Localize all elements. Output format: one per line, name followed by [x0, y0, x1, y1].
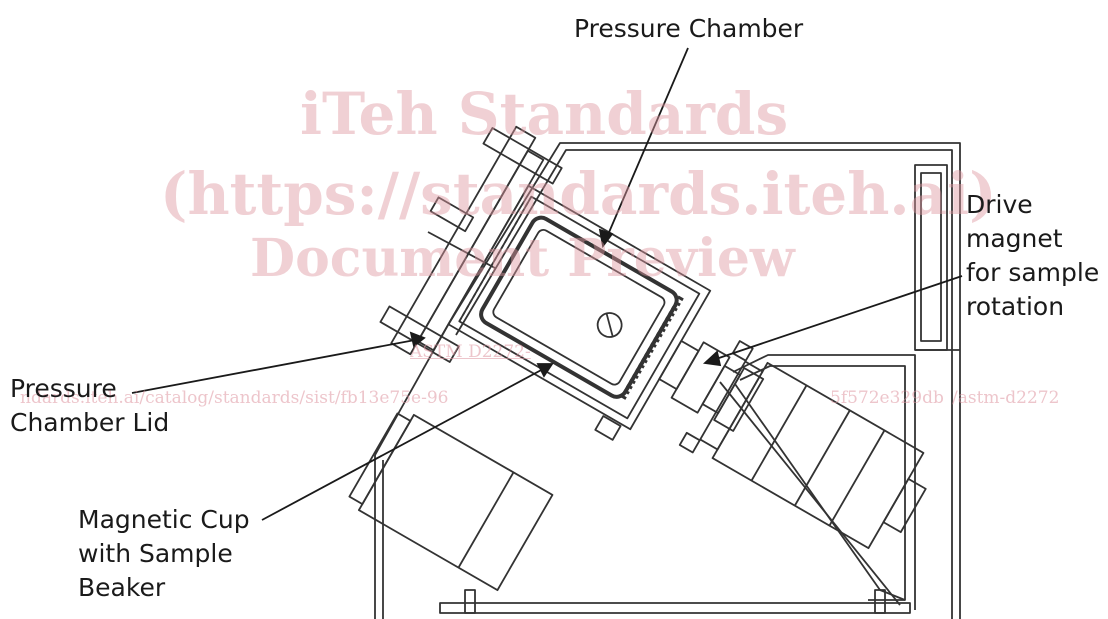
label-cup-line: Beaker: [78, 573, 166, 602]
arrowhead-pressure-chamber: [598, 228, 614, 249]
leader-magnetic-cup: [261, 367, 546, 521]
drive-motor: [678, 340, 927, 550]
arrowhead-drive-magnet: [702, 350, 722, 367]
watermark-designation: ASTM D2272-: [410, 342, 531, 362]
probe-line: [427, 231, 496, 269]
leader-pressure-chamber: [606, 47, 689, 238]
watermark-catalog-url: ndards.iteh.ai/catalog/standards/sist/fb…: [20, 388, 449, 408]
arrowhead-chamber-lid: [409, 331, 426, 348]
label-pressure-chamber-lid: Pressure Chamber Lid: [10, 372, 169, 440]
label-magnetic-cup: Magnetic Cup with Sample Beaker: [78, 503, 250, 605]
label-drive-magnet-line: Drive: [966, 190, 1033, 219]
leader-drive-magnet: [712, 275, 963, 361]
leader-chamber-lid: [131, 339, 416, 394]
label-cup-line: with Sample: [78, 539, 233, 568]
label-drive-magnet: Drive magnet for sample rotation: [966, 188, 1099, 324]
lower-motor: [348, 412, 554, 592]
arrowhead-magnetic-cup: [536, 363, 554, 378]
label-drive-magnet-line: for sample: [966, 258, 1100, 287]
label-pressure-chamber: Pressure Chamber: [574, 14, 804, 43]
watermark-catalog-suffix: /astm-d2272: [952, 388, 1060, 408]
label-drive-magnet-line: rotation: [966, 292, 1065, 321]
watermark-url-heading: (https://standards.iteh.ai): [160, 160, 997, 228]
watermark-catalog-hash: 5f572e329db: [830, 388, 944, 408]
label-lid-line: Chamber Lid: [10, 408, 170, 437]
leader-lines: [131, 47, 963, 521]
label-cup-line: Magnetic Cup: [78, 505, 250, 534]
housing-frame: [374, 142, 961, 619]
watermark-title: iTeh Standards: [300, 80, 789, 148]
label-lid-line: Pressure: [10, 374, 117, 403]
watermark-preview: Document Preview: [250, 228, 795, 289]
pressure-chamber-assembly: [379, 125, 765, 441]
label-drive-magnet-line: magnet: [966, 224, 1063, 253]
